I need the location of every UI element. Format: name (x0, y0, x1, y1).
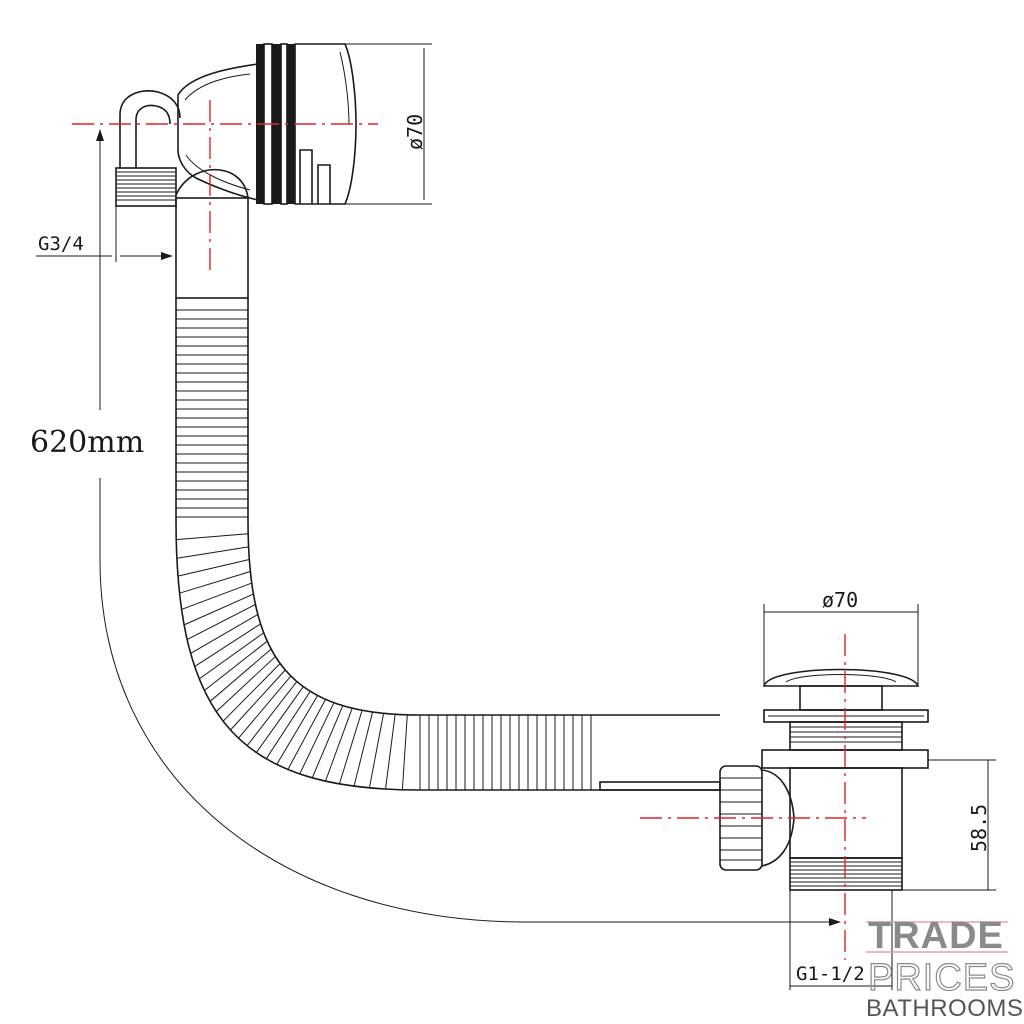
hose-length-label: 620mm (30, 425, 144, 460)
waste-height-label: 58.5 (967, 804, 991, 852)
overflow-head (115, 43, 357, 299)
overflow-thread-label: G3/4 (38, 233, 84, 255)
waste-diameter-label: ø70 (822, 588, 858, 612)
svg-text:TRADE: TRADE (868, 915, 1004, 957)
waste-thread-label: G1-1/2 (796, 963, 865, 985)
center-lines (72, 100, 866, 960)
waste-body (719, 668, 929, 891)
svg-text:PRICES: PRICES (868, 957, 1015, 999)
dimension-lines (36, 43, 996, 990)
trade-prices-bathrooms-logo: TRADE PRICES BATHROOMS (866, 915, 1023, 1022)
svg-text:BATHROOMS: BATHROOMS (866, 995, 1023, 1022)
flexible-hose (175, 298, 721, 791)
overflow-diameter-label: ø70 (403, 114, 427, 150)
